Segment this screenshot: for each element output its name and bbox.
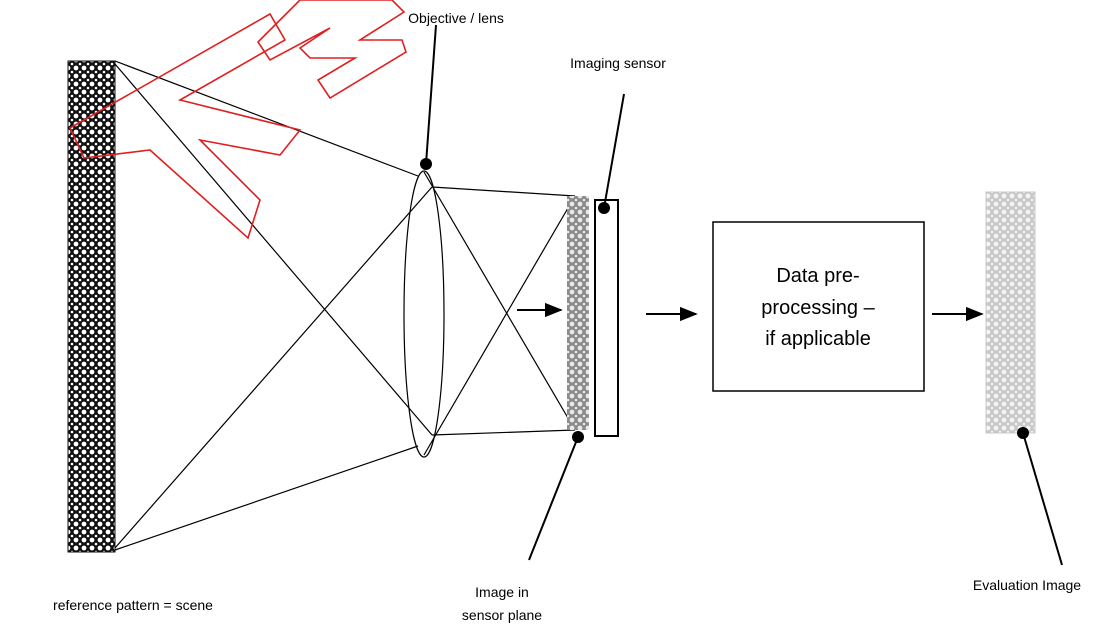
imaging-sensor bbox=[594, 199, 619, 437]
ray-top-to-lens-top bbox=[114, 60, 419, 177]
ray-lens-mid-to-sensor-top bbox=[431, 186, 576, 197]
sensor-image-leader-dot bbox=[572, 431, 584, 443]
processing-box-line2: processing – bbox=[761, 297, 875, 319]
processing-box-line3: if applicable bbox=[765, 328, 871, 350]
light-rays bbox=[114, 60, 576, 551]
reference-pattern bbox=[67, 60, 116, 553]
sensor-image-label-line1: Image in bbox=[475, 584, 529, 600]
ray-bottom-to-lens-upper bbox=[114, 186, 433, 549]
sensor-image-leader-line bbox=[528, 436, 579, 561]
evaluation-image-label: Evaluation Image bbox=[973, 577, 1081, 593]
ray-bottom-to-lens-bottom bbox=[114, 445, 419, 551]
evaluation-image-leader-dot bbox=[1017, 427, 1029, 439]
evaluation-image-leader-line bbox=[1022, 432, 1063, 566]
processing-box-line1: Data pre- bbox=[776, 265, 859, 287]
watermark-letter-m-outline bbox=[256, 0, 407, 100]
objective-lens bbox=[403, 170, 445, 458]
ray-lens-bottom-to-sensor-top bbox=[423, 195, 576, 456]
imaging-sensor-leader-line bbox=[603, 93, 625, 209]
objective-leader-dot bbox=[420, 158, 432, 170]
evaluation-image-pattern bbox=[985, 191, 1036, 434]
imaging-sensor-leader-dot bbox=[598, 202, 610, 214]
reference-pattern-label: reference pattern = scene bbox=[53, 597, 213, 613]
objective-leader-line bbox=[425, 24, 437, 165]
watermark-letter-w bbox=[68, 12, 302, 240]
processing-box bbox=[712, 221, 925, 392]
ray-lens-mid-to-sensor-bottom bbox=[431, 429, 576, 436]
ray-lens-top-to-sensor-bottom bbox=[423, 171, 576, 431]
imaging-sensor-label: Imaging sensor bbox=[570, 55, 666, 71]
sensor-image-label-line2: sensor plane bbox=[462, 607, 542, 623]
sensor-image-pattern bbox=[567, 196, 589, 430]
ray-top-to-lens-mid bbox=[114, 63, 433, 436]
watermark bbox=[68, 0, 407, 240]
objective-label: Objective / lens bbox=[408, 10, 504, 26]
